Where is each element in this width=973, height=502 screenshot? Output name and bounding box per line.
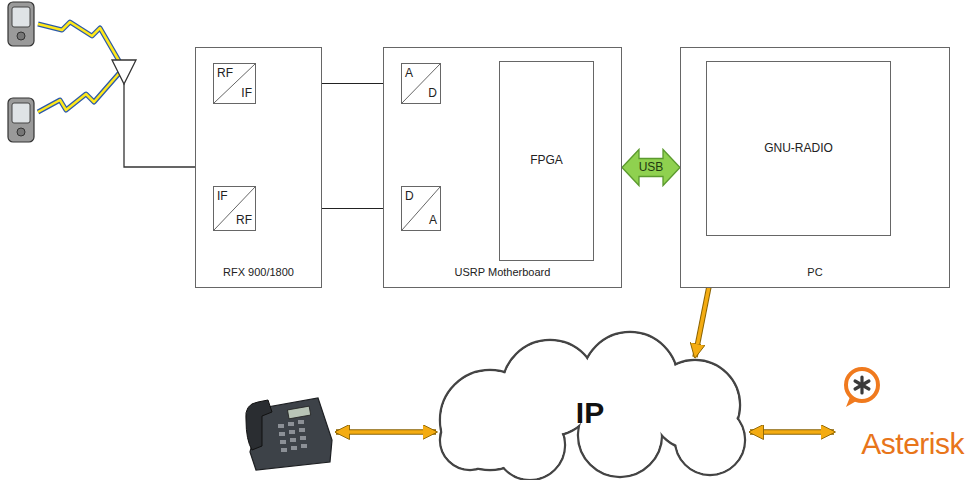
asterisk-symbol: [855, 381, 869, 389]
asterisk-symbol: [846, 397, 858, 407]
usrp-board: USRP MotherboardADDAFPGA: [383, 47, 622, 288]
node-label: RFX 900/1800: [196, 266, 321, 278]
ip-link-outline: [750, 429, 834, 435]
converter-box: DA: [401, 186, 441, 231]
asterisk-symbol: [840, 365, 884, 409]
pc-box: PC GNU-RADIO: [680, 47, 950, 288]
antenna-feed: [124, 84, 195, 167]
ip-link: [336, 429, 436, 435]
ip-link: [750, 430, 834, 434]
divider-line: [402, 187, 440, 230]
cloud-fill: [676, 406, 744, 474]
pbx-logo: Asterisk: [838, 365, 968, 470]
radio-link: [38, 22, 122, 66]
divider-line: [214, 187, 255, 230]
converter-box: IF RF: [213, 186, 256, 231]
network-cloud: IP: [420, 330, 765, 480]
radio-link: [38, 22, 122, 66]
mobile-phone: [8, 98, 34, 142]
divider-line: [214, 64, 255, 103]
node-label: IF: [217, 190, 228, 203]
converter-box: AD: [401, 63, 441, 104]
node-label: RF: [217, 67, 233, 80]
converter-box: RF IF: [213, 63, 256, 104]
node-label: IF: [241, 87, 252, 100]
mobile-phone: [8, 2, 34, 46]
antenna-symbol: [112, 60, 136, 84]
radio-link: [38, 70, 122, 112]
node-label: GNU-RADIO: [707, 142, 890, 155]
node-label: A: [429, 214, 437, 227]
radio-link: [38, 70, 122, 112]
node-label: D: [428, 87, 437, 100]
asterisk-symbol: [846, 369, 878, 401]
software-box: GNU-RADIO: [706, 61, 891, 236]
edge-label: USB: [639, 161, 664, 174]
node-label: RF: [236, 214, 252, 227]
node-label: Asterisk: [861, 427, 964, 460]
node-label: D: [405, 190, 414, 203]
desk-phone: [246, 398, 332, 470]
rf-daughterboard: RFX 900/1800 RF IF IF RF: [195, 47, 322, 288]
divider-line: [402, 64, 440, 103]
usb-link: [622, 150, 680, 186]
node-label: USRP Motherboard: [384, 266, 621, 278]
node-label: IP: [420, 396, 760, 429]
node-label: PC: [681, 266, 949, 278]
fpga-box: FPGA: [499, 61, 594, 261]
node-label: FPGA: [500, 154, 593, 167]
ip-link: [340, 430, 432, 434]
node-label: A: [405, 67, 413, 80]
asterisk-symbol: [855, 381, 869, 389]
